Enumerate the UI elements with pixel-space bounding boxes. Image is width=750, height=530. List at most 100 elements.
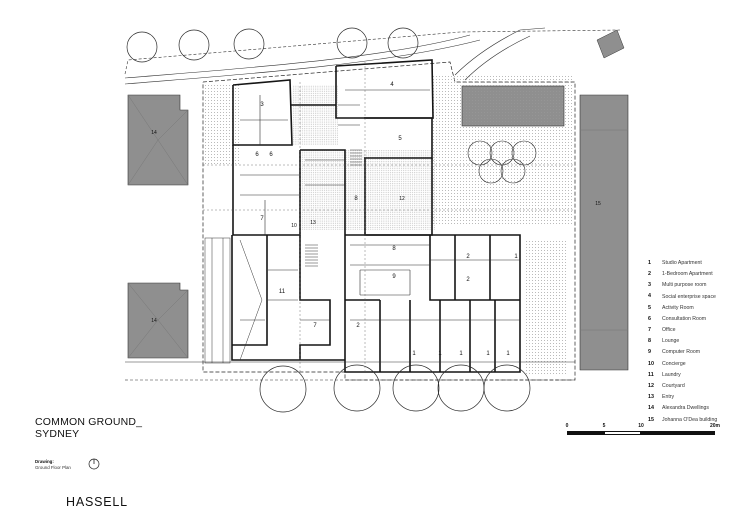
legend-label: Lounge — [662, 338, 680, 345]
title-line-1: COMMON GROUND_ — [35, 416, 143, 428]
legend-item: 7 Office — [648, 325, 748, 336]
legend-label: Computer Room — [662, 349, 701, 356]
label-lounge: 8 — [354, 196, 358, 202]
label-alexandra: 14 — [151, 318, 157, 324]
label-one-bed: 2 — [356, 323, 360, 329]
brand-logo: HASSELL — [66, 495, 128, 509]
street-kerb-south — [125, 361, 575, 381]
label-studio: 1 — [438, 351, 442, 357]
legend-label: Courtyard — [662, 383, 685, 390]
room-labels: 1 1 1 1 1 1 2 2 2 3 4 5 6 6 7 7 8 8 9 10… — [151, 82, 601, 357]
alexandra-dwellings-south — [127, 282, 189, 359]
legend-number: 2 — [648, 271, 651, 278]
label-studio: 1 — [459, 351, 463, 357]
legend-number: 4 — [648, 293, 651, 300]
legend-label: Entry — [662, 394, 675, 401]
scale-seg-2 — [604, 431, 641, 435]
label-activity: 5 — [398, 136, 402, 142]
label-one-bed: 2 — [466, 254, 470, 260]
legend: 1 Studio Apartment 2 1-Bedroom Apartment 3 Mu… — [648, 258, 748, 426]
legend-number: 10 — [648, 360, 654, 367]
label-studio: 1 — [514, 254, 518, 260]
street-kerb-lines — [124, 27, 621, 85]
legend-item: 5 Activity Room — [648, 303, 748, 314]
label-courtyard: 12 — [399, 196, 405, 202]
legend-number: 9 — [648, 349, 651, 356]
legend-label: Studio Apartment — [662, 259, 702, 266]
legend-label: Multi purpose room — [662, 282, 707, 289]
legend-item: 15 Johanna O'Dea building — [648, 415, 748, 426]
legend-number: 15 — [648, 416, 654, 423]
building-walls — [231, 59, 521, 373]
legend-number: 12 — [648, 382, 654, 389]
label-laundry: 11 — [279, 289, 286, 295]
site-boundary — [202, 61, 576, 381]
legend-label: Alexandra Dwellings — [662, 405, 709, 412]
label-studio: 1 — [486, 351, 490, 357]
johanna-odea-building — [579, 29, 629, 371]
structural-grid — [203, 62, 575, 372]
legend-number: 1 — [648, 259, 651, 266]
courtyard-paving — [205, 75, 572, 375]
label-one-bed: 2 — [466, 277, 470, 283]
legend-number: 14 — [648, 405, 654, 412]
label-office: 7 — [260, 216, 264, 222]
label-entry: 13 — [310, 220, 316, 226]
label-studio: 1 — [412, 351, 416, 357]
scale-label-5: 5 — [602, 423, 606, 429]
project-title: COMMON GROUND_ SYDNEY — [35, 416, 142, 440]
legend-item: 10 Concierge — [648, 359, 748, 370]
legend-number: 6 — [648, 315, 651, 322]
drawing-label: Drawing: — [35, 459, 54, 464]
label-office: 7 — [313, 323, 317, 329]
legend-label: Social enterprise space — [662, 293, 716, 300]
legend-number: 5 — [648, 304, 651, 311]
scale-label-10: 10 — [638, 423, 644, 429]
scale-label-20m: 20m — [709, 423, 721, 429]
legend-label: Activity Room — [662, 304, 694, 311]
alexandra-dwellings-north — [127, 94, 189, 186]
legend-number: 8 — [648, 338, 651, 345]
scale-label-0: 0 — [565, 423, 569, 429]
legend-label: Consultation Room — [662, 315, 707, 322]
scale-seg-3 — [641, 431, 715, 435]
legend-number: 11 — [648, 371, 654, 378]
legend-number: 7 — [648, 327, 651, 334]
label-concierge: 10 — [291, 223, 297, 229]
label-consultation: 6 — [269, 152, 273, 158]
legend-item: 13 Entry — [648, 392, 748, 403]
street-trees-north — [126, 27, 419, 63]
label-multi-purpose: 3 — [260, 102, 264, 108]
scale-seg-1 — [567, 431, 604, 435]
legend-item: 4 Social enterprise space — [648, 292, 748, 303]
legend-item: 8 Lounge — [648, 336, 748, 347]
drawing-info: Drawing: Ground Floor Plan — [35, 459, 71, 471]
legend-label: Johanna O'Dea building — [662, 416, 718, 423]
legend-label: Laundry — [662, 371, 681, 378]
drawing-name: Ground Floor Plan — [35, 465, 71, 470]
legend-item: 12 Courtyard — [648, 381, 748, 392]
legend-number: 3 — [648, 282, 651, 289]
label-studio: 1 — [506, 351, 510, 357]
legend-item: 6 Consultation Room — [648, 314, 748, 325]
label-alexandra: 14 — [151, 130, 157, 136]
scale-bar: 0 5 10 20m — [565, 423, 725, 443]
label-lounge: 8 — [392, 246, 396, 252]
legend-item: 2 1-Bedroom Apartment — [648, 269, 748, 280]
interior-partitions — [240, 89, 520, 321]
legend-item: 11 Laundry — [648, 370, 748, 381]
legend-item: 14 Alexandra Dwellings — [648, 403, 748, 414]
legend-label: Office — [662, 327, 676, 334]
north-point-icon — [88, 458, 100, 470]
legend-label: 1-Bedroom Apartment — [662, 271, 713, 278]
legend-label: Concierge — [662, 360, 686, 367]
legend-item: 9 Computer Room — [648, 348, 748, 359]
legend-item: 3 Multi purpose room — [648, 280, 748, 291]
street-trees-south — [259, 364, 531, 413]
label-social-enterprise: 4 — [390, 82, 394, 88]
label-consultation: 6 — [255, 152, 259, 158]
title-line-2: SYDNEY — [35, 428, 80, 440]
legend-number: 13 — [648, 394, 654, 401]
stairs — [305, 149, 362, 267]
